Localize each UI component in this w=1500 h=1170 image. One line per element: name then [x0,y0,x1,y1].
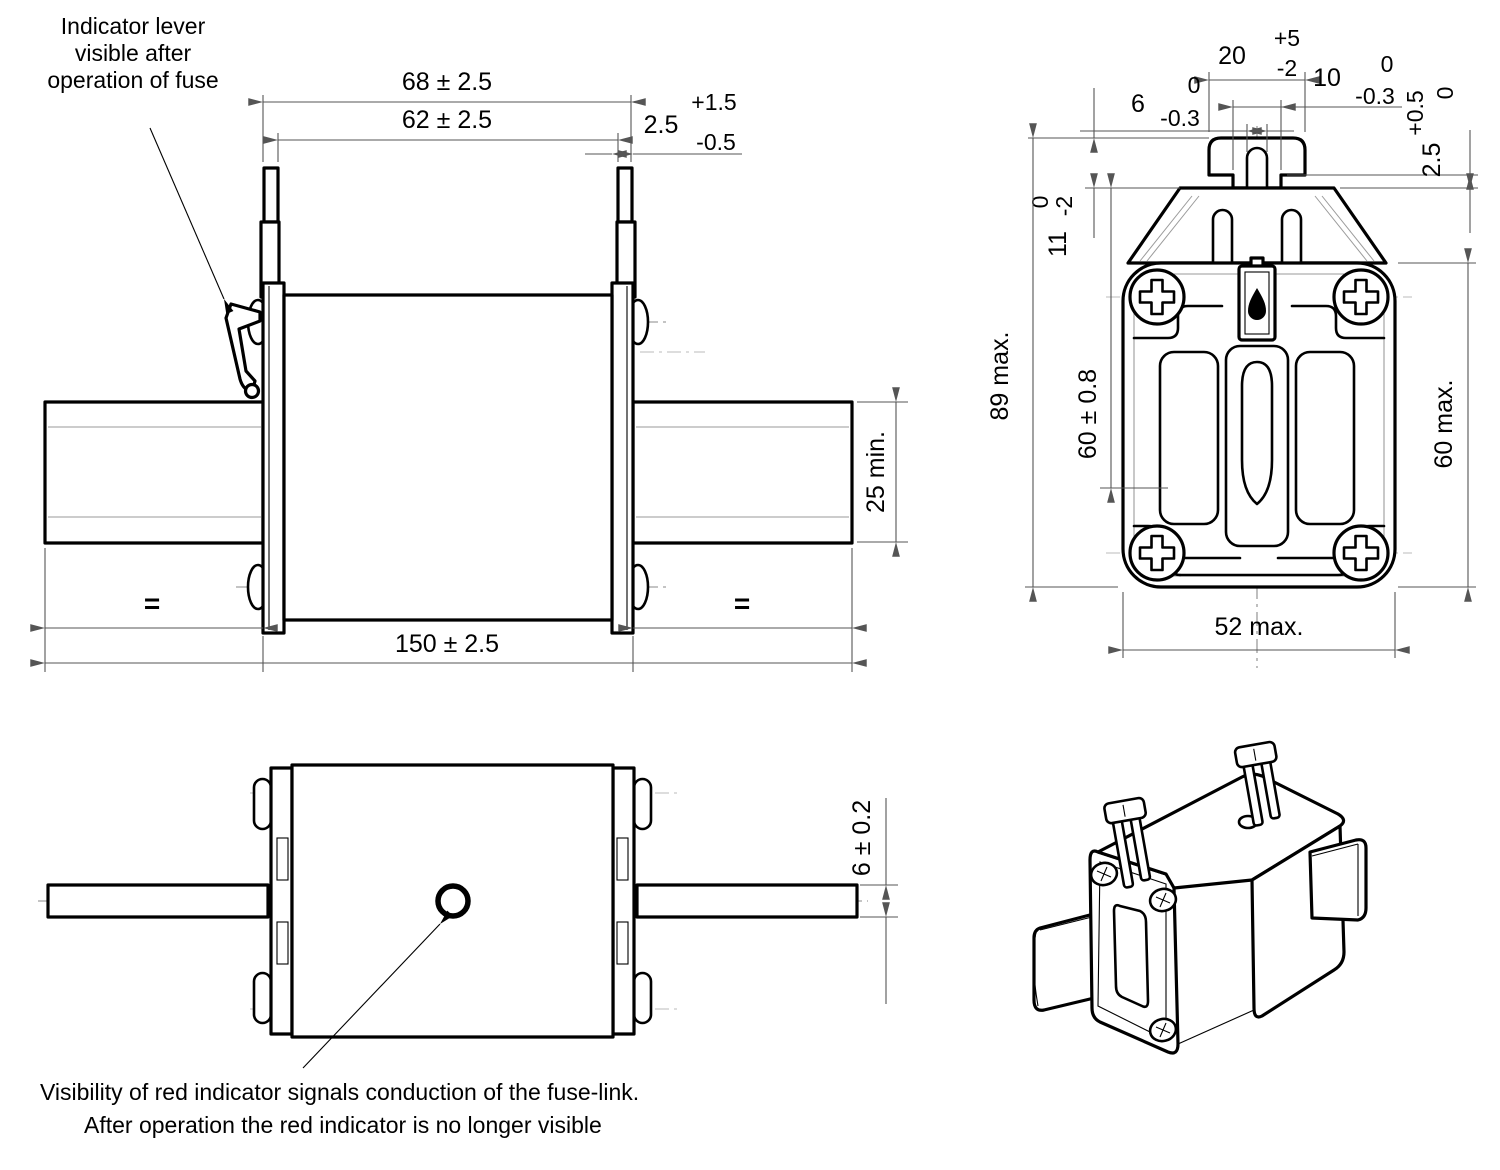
screw-icon [1128,268,1186,326]
blade-tab-left [259,166,281,299]
dim-62-label: 62 ± 2.5 [402,106,492,134]
iso-grip-back [1233,740,1281,827]
side-view: 68 ± 2.5 62 ± 2.5 2.5 +1.5 -0.5 25 min. [30,13,908,672]
dim-20-value: 20 [1218,42,1246,70]
corner-screws [1128,268,1390,582]
dim-10-tol-minus: -0.3 [1355,83,1395,109]
dim-2p5-step-value: 2.5 [1418,143,1446,178]
dim-equal-right: = [618,548,867,672]
dim-25min: 25 min. [857,387,908,557]
blade-strip-left [46,883,270,919]
iso-end-plate [1088,849,1180,1055]
annotation-red-line1: Visibility of red indicator signals cond… [40,1079,639,1105]
dim-10-tol-plus: 0 [1381,51,1394,77]
red-indicator-teardrop [1248,288,1266,320]
dim-6-blade: 6 ± 0.2 [848,798,898,1004]
end-plate-left [261,281,286,635]
equal-symbol-right: = [734,588,750,619]
dim-150: 150 ± 2.5 [30,630,867,667]
dim-89max: 89 max. [986,123,1118,602]
annotation-indicator-line1: Indicator lever [61,13,206,39]
end-view: 20 +5 -2 10 0 -0.3 6 0 -0.3 [986,25,1478,668]
dim-25min-label: 25 min. [862,431,890,513]
fuse-body-side [282,293,614,622]
dim-6-slot: 6 0 -0.3 [1080,72,1294,152]
iso-grip-front [1103,796,1152,889]
iso-screw-icon [1089,861,1119,887]
top-view: 6 ± 0.2 Visibility of red indicator sign… [38,763,898,1138]
blade-tab-right [615,166,637,299]
dim-20: 20 +5 -2 [1194,25,1320,132]
dim-2p5-step-tol-zero: 0 [1432,87,1458,100]
dim-2p5-step: 2.5 +0.5 0 [1287,87,1478,233]
end-plate-right [610,281,635,635]
top-end-plate-left [269,766,294,1036]
equal-symbol-left: = [144,588,160,619]
annotation-indicator-line2: visible after [75,40,192,66]
annotation-red-line2: After operation the red indicator is no … [84,1112,602,1138]
dim-2p5-tol-minus: -0.5 [696,129,736,155]
screw-icon [1332,524,1390,582]
indicator-lever [224,302,262,400]
dim-60pm: 60 ± 0.8 [1074,173,1168,503]
dim-10: 10 0 -0.3 [1218,51,1402,170]
dim-89max-label: 89 max. [986,332,1014,421]
dim-150-label: 150 ± 2.5 [395,630,499,658]
dim-6-slot-value: 6 [1131,90,1145,118]
dim-60pm-label: 60 ± 0.8 [1074,369,1102,459]
annotation-indicator-lever: Indicator lever visible after operation … [47,13,234,315]
annotation-red-indicator: Visibility of red indicator signals cond… [40,910,639,1138]
blade-strip-right [635,883,859,919]
terminal-busbar-right [631,400,854,545]
dim-11-tol-minus: -2 [1051,196,1077,216]
terminal-busbar-left [43,400,265,545]
dim-68-label: 68 ± 2.5 [402,68,492,96]
dim-equal-left: = [30,548,278,672]
dim-6-slot-tol-minus: -0.3 [1160,105,1200,131]
dim-2p5-step-tol-plus: +0.5 [1402,90,1428,135]
end-neck [1126,186,1388,380]
dim-60max: 60 max. [1398,248,1476,602]
dim-6-slot-tol-plus: 0 [1188,72,1201,98]
dim-11-value: 11 [1044,231,1072,257]
screw-icon [1332,268,1390,326]
iso-screw-icon [1148,1017,1178,1043]
iso-screw-icon [1148,887,1178,913]
top-end-plate-right [611,766,636,1036]
dim-20-tol-minus: -2 [1277,55,1297,81]
dim-60max-label: 60 max. [1430,380,1458,469]
dim-52max-label: 52 max. [1215,613,1304,641]
dim-2p5-value: 2.5 [644,111,679,139]
dim-62: 62 ± 2.5 [263,106,633,162]
dim-20-tol-plus: +5 [1274,25,1300,51]
dim-2p5-tol-plus: +1.5 [691,89,736,115]
dim-10-value: 10 [1313,64,1341,92]
indicator-window [435,883,471,919]
dim-2p5-plate: 2.5 +1.5 -0.5 [585,89,742,158]
indicator-clamp [1237,256,1277,342]
dim-11-tol-zero: 0 [1027,196,1053,209]
iso-busbar-right [1308,838,1368,922]
dim-6-blade-label: 6 ± 0.2 [848,800,876,876]
annotation-indicator-line3: operation of fuse [47,67,218,93]
dim-52max: 52 max. [1108,592,1410,658]
screw-icon [1128,524,1186,582]
isometric-view [1032,740,1368,1055]
